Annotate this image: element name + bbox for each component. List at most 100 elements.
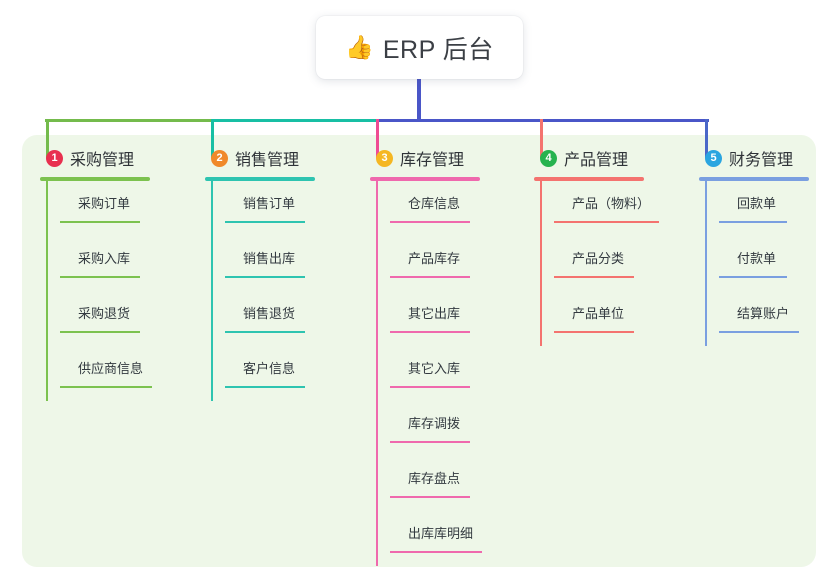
branch-item-label: 采购退货 bbox=[78, 306, 131, 321]
branch-item[interactable]: 其它入库 bbox=[390, 346, 480, 401]
branch-spine bbox=[705, 181, 707, 346]
branch-header-rule bbox=[205, 177, 315, 181]
branch-item[interactable]: 其它出库 bbox=[390, 291, 480, 346]
root-node-erp-backend[interactable]: 👍 ERP 后台 bbox=[316, 16, 523, 79]
branch-number-badge: 2 bbox=[211, 149, 228, 167]
bar-segment-2 bbox=[212, 119, 379, 122]
branch-item-label: 采购入库 bbox=[78, 251, 131, 266]
diagram-background-panel bbox=[22, 135, 816, 567]
branch-item[interactable]: 仓库信息 bbox=[390, 181, 480, 236]
branch-item-rule bbox=[390, 496, 470, 498]
branch-item-label: 回款单 bbox=[737, 196, 777, 211]
branch-header-1[interactable]: 1 采购管理 bbox=[40, 146, 150, 170]
branch-item-label: 其它入库 bbox=[408, 361, 461, 376]
branch-header-3[interactable]: 3 库存管理 bbox=[370, 146, 480, 170]
branch-item[interactable]: 供应商信息 bbox=[60, 346, 152, 401]
branch-column-3: 3 库存管理仓库信息产品库存其它出库其它入库库存调拨库存盘点出库库明细 bbox=[370, 146, 482, 566]
branch-item-rule bbox=[60, 221, 140, 223]
branch-item[interactable]: 销售订单 bbox=[225, 181, 315, 236]
branch-title: 财务管理 bbox=[729, 152, 794, 169]
branch-item-list: 销售订单销售出库销售退货客户信息 bbox=[205, 181, 315, 401]
root-node-title: ERP 后台 bbox=[382, 35, 494, 64]
branch-item-rule bbox=[225, 386, 305, 388]
branch-item[interactable]: 付款单 bbox=[719, 236, 809, 291]
branch-item-rule bbox=[390, 276, 470, 278]
column-drop-5 bbox=[705, 119, 708, 158]
branch-spine bbox=[376, 181, 378, 566]
branch-item-rule bbox=[554, 276, 634, 278]
branch-column-2: 2 销售管理销售订单销售出库销售退货客户信息 bbox=[205, 146, 315, 401]
branch-item-rule bbox=[225, 276, 305, 278]
column-drop-4 bbox=[540, 119, 543, 158]
branch-item-label: 销售退货 bbox=[243, 306, 296, 321]
branch-item[interactable]: 库存盘点 bbox=[390, 456, 480, 511]
branch-item-rule bbox=[225, 221, 305, 223]
branch-item[interactable]: 产品单位 bbox=[554, 291, 644, 346]
branch-spine bbox=[211, 181, 213, 401]
root-stem-connector bbox=[417, 75, 421, 122]
branch-item-rule bbox=[390, 221, 470, 223]
branch-item-list: 回款单付款单结算账户 bbox=[699, 181, 809, 346]
branch-item[interactable]: 出库库明细 bbox=[390, 511, 482, 566]
branch-item[interactable]: 销售退货 bbox=[225, 291, 315, 346]
branch-item-rule bbox=[390, 386, 470, 388]
branch-item-label: 销售出库 bbox=[243, 251, 296, 266]
branch-title: 采购管理 bbox=[70, 152, 135, 169]
branch-column-4: 4 产品管理产品（物料） 产品分类产品单位 bbox=[534, 146, 659, 346]
branch-item[interactable]: 采购退货 bbox=[60, 291, 150, 346]
bar-segment-1 bbox=[45, 119, 212, 122]
branch-header-rule bbox=[370, 177, 480, 181]
branch-item-rule bbox=[390, 441, 470, 443]
branch-header-rule bbox=[40, 177, 150, 181]
branch-item-rule bbox=[390, 551, 482, 553]
branch-spine bbox=[46, 181, 48, 401]
branch-item-label: 结算账户 bbox=[737, 306, 790, 321]
branch-item-rule bbox=[554, 331, 634, 333]
branch-item-label: 仓库信息 bbox=[408, 196, 461, 211]
branch-item-label: 产品单位 bbox=[572, 306, 625, 321]
branch-item[interactable]: 结算账户 bbox=[719, 291, 809, 346]
branch-item[interactable]: 客户信息 bbox=[225, 346, 315, 401]
branch-item-rule bbox=[554, 221, 659, 223]
branch-item-rule bbox=[60, 276, 140, 278]
branch-item[interactable]: 产品库存 bbox=[390, 236, 480, 291]
branch-item[interactable]: 产品分类 bbox=[554, 236, 644, 291]
branch-column-1: 1 采购管理采购订单采购入库采购退货供应商信息 bbox=[40, 146, 152, 401]
branch-item[interactable]: 产品（物料） bbox=[554, 181, 659, 236]
branch-number-badge: 3 bbox=[376, 149, 393, 167]
branch-item-list: 产品（物料） 产品分类产品单位 bbox=[534, 181, 659, 346]
branch-item[interactable]: 销售出库 bbox=[225, 236, 315, 291]
branch-item-rule bbox=[719, 221, 787, 223]
branch-item-rule bbox=[719, 276, 787, 278]
branch-item[interactable]: 采购订单 bbox=[60, 181, 150, 236]
branch-item-label: 产品分类 bbox=[572, 251, 625, 266]
branch-title: 产品管理 bbox=[564, 152, 629, 169]
column-drop-1 bbox=[46, 119, 49, 158]
branch-item-label: 付款单 bbox=[737, 251, 777, 266]
branch-title: 销售管理 bbox=[235, 152, 300, 169]
branch-header-4[interactable]: 4 产品管理 bbox=[534, 146, 644, 170]
branch-title: 库存管理 bbox=[400, 152, 465, 169]
branch-item-rule bbox=[60, 386, 152, 388]
branch-spine bbox=[540, 181, 542, 346]
branch-item-label: 供应商信息 bbox=[78, 361, 144, 376]
branch-item-rule bbox=[390, 331, 470, 333]
branch-item-label: 产品（物料） bbox=[572, 196, 651, 211]
branch-number-badge: 1 bbox=[46, 149, 63, 167]
branch-item-label: 销售订单 bbox=[243, 196, 296, 211]
branch-item-label: 客户信息 bbox=[243, 361, 296, 376]
branch-number-badge: 4 bbox=[540, 149, 557, 167]
branch-item[interactable]: 回款单 bbox=[719, 181, 809, 236]
branch-item-label: 产品库存 bbox=[408, 251, 461, 266]
branch-item[interactable]: 采购入库 bbox=[60, 236, 150, 291]
branch-item-label: 出库库明细 bbox=[408, 526, 474, 541]
branch-item[interactable]: 库存调拨 bbox=[390, 401, 480, 456]
branch-item-list: 仓库信息产品库存其它出库其它入库库存调拨库存盘点出库库明细 bbox=[370, 181, 482, 566]
branch-item-label: 库存调拨 bbox=[408, 416, 461, 431]
branch-item-label: 库存盘点 bbox=[408, 471, 461, 486]
branch-header-2[interactable]: 2 销售管理 bbox=[205, 146, 315, 170]
branch-item-list: 采购订单采购入库采购退货供应商信息 bbox=[40, 181, 152, 401]
